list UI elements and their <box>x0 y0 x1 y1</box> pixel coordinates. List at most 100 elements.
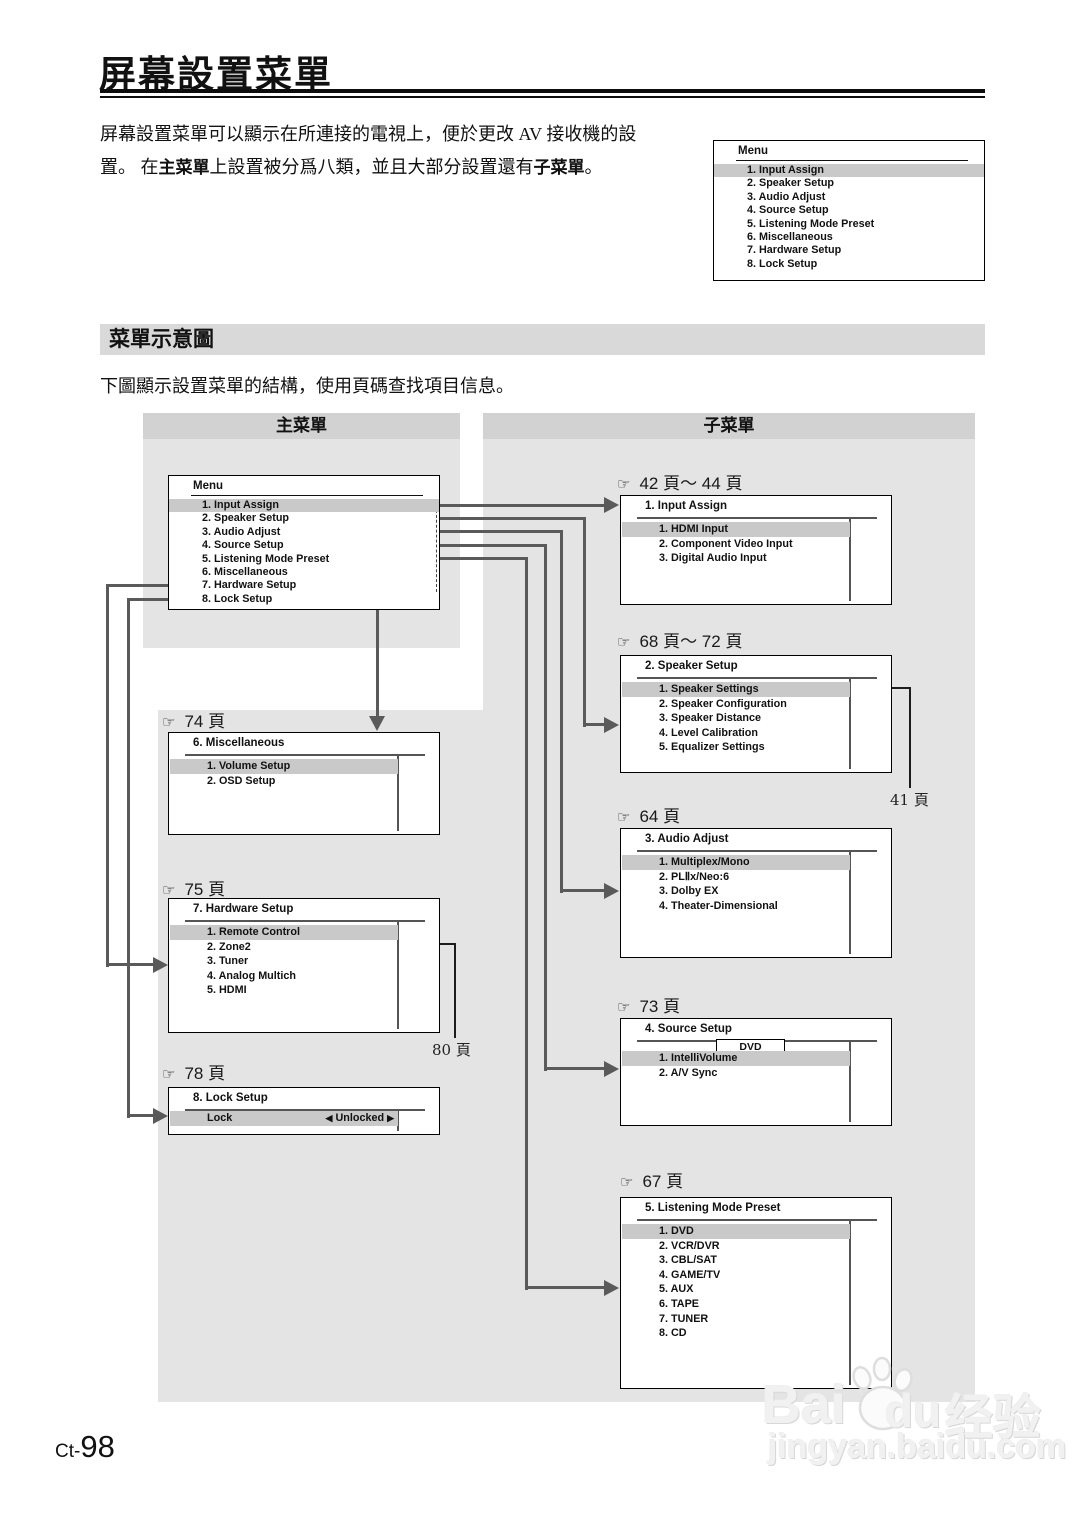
menu-item: 2. OSD Setup <box>207 774 276 787</box>
menu-item: 4. GAME/TV <box>659 1268 721 1281</box>
menu-item: 2. A/V Sync <box>659 1066 718 1079</box>
pointer-hand-icon: ☞ <box>162 882 176 899</box>
scroll-track-line <box>436 500 437 592</box>
menu-item: 7. Hardware Setup <box>747 244 842 257</box>
menu-item: 5. HDMI <box>207 984 247 997</box>
menu-item: 4. Source Setup <box>747 204 829 217</box>
connector-arrow-icon <box>604 883 619 899</box>
menu-item: 2. Component Video Input <box>659 537 793 550</box>
pointer-hand-icon: ☞ <box>162 1066 176 1083</box>
connector-source-setup <box>544 544 547 1071</box>
note-ref-speaker-settings: 41 頁 <box>890 791 929 809</box>
menu-item: 5. Listening Mode Preset <box>202 552 330 565</box>
menu-item: 5. Equalizer Settings <box>659 741 765 754</box>
connector-lock-setup <box>127 598 196 601</box>
connector-arrow-icon <box>153 1108 168 1124</box>
scroll-track-line <box>397 1109 399 1131</box>
paw-print-icon <box>852 1356 913 1431</box>
menu-item: 3. CBL/SAT <box>659 1254 717 1267</box>
screen-title: 1. Input Assign <box>645 500 727 512</box>
menu-item: 3. Audio Adjust <box>747 190 826 203</box>
scroll-track-line <box>849 1219 851 1385</box>
connector-lock-setup <box>127 1114 154 1117</box>
menu-screen-miscellaneous: 6. Miscellaneous 1. Volume Setup 2. OSD … <box>168 732 440 835</box>
menu-item-list: 1. HDMI Input 2. Component Video Input 3… <box>622 522 890 566</box>
scroll-track-line <box>849 517 851 601</box>
menu-item-list: 1. IntelliVolume 2. A/V Sync <box>622 1051 890 1080</box>
menu-item: 2. PLⅡx/Neo:6 <box>659 870 730 883</box>
menu-item: 8. Lock Setup <box>202 592 273 605</box>
menu-screen-overview: Menu 1. Input Assign 2. Speaker Setup 3.… <box>713 140 985 281</box>
connector-miscellaneous <box>376 571 379 717</box>
title-rule <box>185 1109 425 1111</box>
watermark-brand: Bai <box>762 1375 847 1435</box>
menu-item: 8. Lock Setup <box>747 257 818 270</box>
menu-item: 3. Speaker Distance <box>659 712 762 725</box>
section-header: 菜單示意圖 <box>100 324 985 355</box>
menu-item-list: 1. Remote Control 2. Zone2 3. Tuner 4. A… <box>170 925 438 998</box>
connector-arrow-icon <box>604 497 619 513</box>
title-divider <box>100 89 985 98</box>
pointer-hand-icon: ☞ <box>617 634 631 651</box>
menu-screen-speaker-setup: 2. Speaker Setup 1. Speaker Settings 2. … <box>620 655 892 773</box>
title-rule <box>185 920 425 922</box>
watermark-brand2: du <box>885 1385 942 1437</box>
screen-title: 8. Lock Setup <box>193 1092 268 1104</box>
menu-item-list: 1. Speaker Settings 2. Speaker Configura… <box>622 682 890 755</box>
pointer-hand-icon: ☞ <box>617 999 631 1016</box>
main-column-header: 主菜單 <box>143 413 460 439</box>
menu-item: 7. TUNER <box>659 1312 709 1325</box>
lock-setting-row: Lock ◀ Unlocked ▶ <box>170 1111 398 1126</box>
scroll-track-line <box>849 1040 851 1122</box>
connector-speaker-setup <box>583 723 607 726</box>
menu-item: 2. Zone2 <box>207 940 251 953</box>
page-ref-miscellaneous: ☞74 頁 <box>162 712 226 731</box>
scroll-track-line <box>849 677 851 769</box>
pointer-hand-icon: ☞ <box>620 1174 634 1191</box>
page-ref-listening-mode: ☞67 頁 <box>620 1172 684 1191</box>
title-rule <box>637 677 877 679</box>
scroll-track-line <box>397 920 399 1029</box>
screen-title: 3. Audio Adjust <box>645 833 729 845</box>
menu-item: 3. Audio Adjust <box>202 525 281 538</box>
menu-item: 2. Speaker Setup <box>202 512 290 525</box>
connector-listening-mode <box>525 557 528 1290</box>
menu-item-selected: 1. Input Assign <box>169 499 439 513</box>
connector-hardware-setup <box>106 963 154 966</box>
title-rule <box>637 1219 877 1221</box>
title-rule <box>637 517 877 519</box>
menu-item-selected: 1. Speaker Settings <box>622 682 850 697</box>
connector-listening-mode <box>525 1286 606 1289</box>
connector-audio-adjust <box>560 530 563 893</box>
connector-arrow-icon <box>604 1061 619 1077</box>
connector-hardware-setup <box>106 584 196 587</box>
title-rule <box>185 754 425 756</box>
connector-arrow-down-icon <box>369 716 385 731</box>
menu-item-list: 1. Input Assign 2. Speaker Setup 3. Audi… <box>714 164 984 271</box>
page-ref-audio-adjust: ☞64 頁 <box>617 807 681 826</box>
page-ref-lock-setup: ☞78 頁 <box>162 1064 226 1083</box>
page-number: Ct-98 <box>55 1429 115 1464</box>
menu-screen-listening-mode-preset: 5. Listening Mode Preset 1. DVD 2. VCR/D… <box>620 1197 892 1389</box>
menu-item: 3. Digital Audio Input <box>659 552 767 565</box>
pointer-hand-icon: ☞ <box>617 476 631 493</box>
menu-screen-main: Menu 1. Input Assign 2. Speaker Setup 3.… <box>168 475 440 610</box>
page-ref-source-setup: ☞73 頁 <box>617 997 681 1016</box>
menu-item: 4. Analog Multich <box>207 969 296 982</box>
menu-item-selected: 1. Input Assign <box>714 164 984 178</box>
menu-item: 7. Hardware Setup <box>202 579 297 592</box>
pointer-hand-icon: ☞ <box>162 714 176 731</box>
menu-item: 2. Speaker Configuration <box>659 697 787 710</box>
menu-item: 6. Miscellaneous <box>747 230 833 243</box>
pointer-hand-icon: ☞ <box>617 809 631 826</box>
scroll-track-line <box>849 850 851 954</box>
menu-item: 3. Dolby EX <box>659 885 719 898</box>
menu-item-selected: 1. Volume Setup <box>170 759 398 774</box>
menu-screen-title: Menu <box>738 145 769 157</box>
menu-item: 8. CD <box>659 1327 687 1340</box>
page-ref-speaker-setup: ☞68 頁～ 72 頁 <box>617 632 743 651</box>
menu-screen-source-setup: 4. Source Setup DVD 1. IntelliVolume 2. … <box>620 1018 892 1126</box>
menu-item: 2. VCR/DVR <box>659 1239 720 1252</box>
connector-lock-setup <box>127 598 130 1118</box>
next-arrow-icon: ▶ <box>387 1113 394 1123</box>
